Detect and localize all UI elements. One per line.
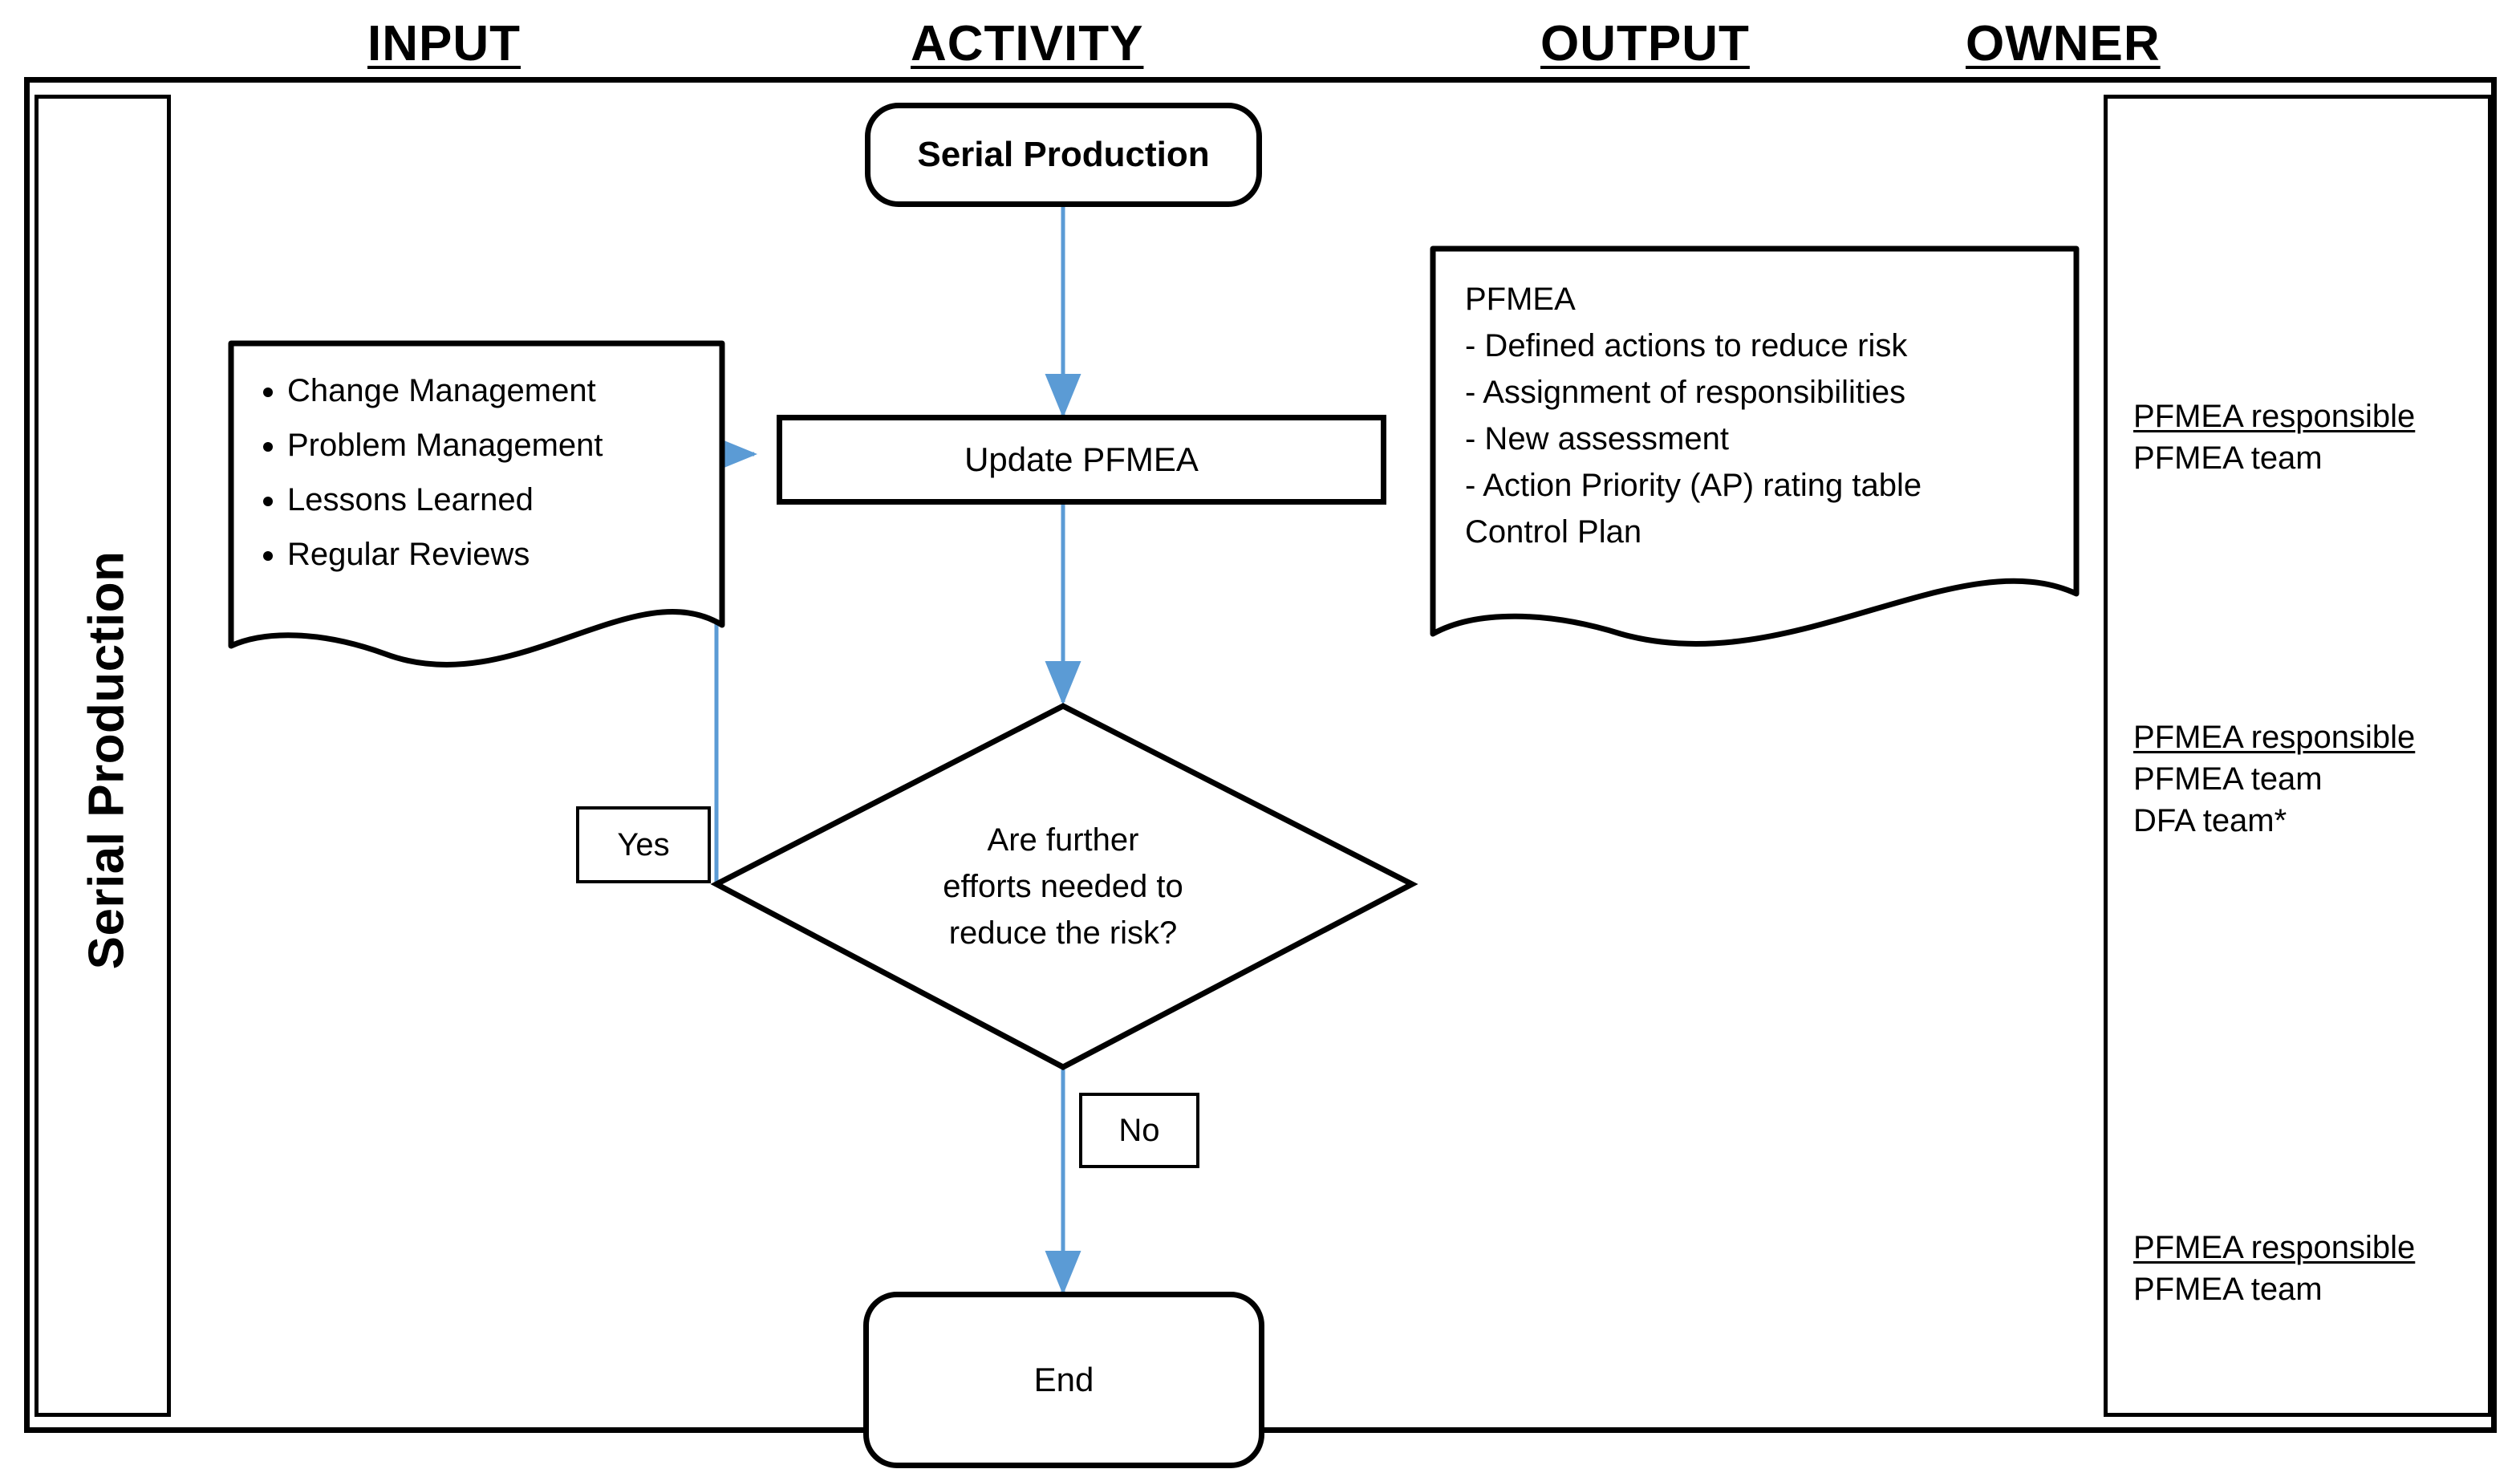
owner-group-3: PFMEA responsible PFMEA team — [2133, 1227, 2415, 1310]
column-header-input: INPUT — [367, 16, 521, 71]
input-bullet-list: Change Management Problem Management Les… — [250, 369, 716, 576]
owner-group-1: PFMEA responsible PFMEA team — [2133, 396, 2415, 479]
owner-member-1-1: PFMEA team — [2133, 440, 2323, 476]
decision-line-2: efforts needed to — [943, 869, 1183, 904]
swimlane-label-wrapper: Serial Production — [39, 99, 175, 1421]
output-line-5: - Action Priority (AP) rating table — [1465, 468, 1922, 503]
edge-label-no-text: No — [1118, 1112, 1160, 1148]
node-process-label: Update PFMEA — [964, 440, 1199, 478]
swimlane-label: Serial Production — [79, 550, 135, 969]
edge-label-yes-text: Yes — [617, 826, 670, 862]
node-process-update-pfmea[interactable]: Update PFMEA — [777, 415, 1386, 505]
owner-column-box: PFMEA responsible PFMEA team PFMEA respo… — [2104, 95, 2492, 1417]
output-document-text: PFMEA - Defined actions to reduce risk -… — [1465, 278, 2075, 557]
swimlane-serial-production: Serial Production — [34, 95, 171, 1417]
output-line-6: Control Plan — [1465, 514, 1642, 550]
column-header-output: OUTPUT — [1540, 16, 1750, 71]
owner-role-3: PFMEA responsible — [2133, 1230, 2416, 1265]
owner-group-2: PFMEA responsible PFMEA team DFA team* — [2133, 716, 2415, 842]
owner-member-2-1: PFMEA team — [2133, 761, 2323, 797]
column-header-owner: OWNER — [1966, 16, 2161, 71]
input-bullet-1: Change Management — [287, 369, 716, 412]
owner-member-3-1: PFMEA team — [2133, 1272, 2323, 1307]
node-start-label: Serial Production — [917, 135, 1210, 174]
output-line-4: - New assessment — [1465, 421, 1729, 457]
owner-role-1: PFMEA responsible — [2133, 399, 2416, 434]
node-end-label: End — [1033, 1361, 1094, 1398]
decision-line-3: reduce the risk? — [948, 915, 1178, 951]
edge-label-no: No — [1079, 1093, 1199, 1168]
output-line-2: - Defined actions to reduce risk — [1465, 328, 1908, 363]
input-bullet-3: Lessons Learned — [287, 478, 716, 521]
node-decision-text: Are further efforts needed to reduce the… — [870, 817, 1256, 956]
node-end[interactable]: End — [863, 1292, 1264, 1468]
decision-line-1: Are further — [987, 822, 1139, 858]
owner-role-2: PFMEA responsible — [2133, 720, 2416, 755]
owner-member-2-2: DFA team* — [2133, 803, 2287, 838]
input-bullet-4: Regular Reviews — [287, 533, 716, 576]
edge-label-yes: Yes — [576, 806, 711, 883]
output-line-1: PFMEA — [1465, 282, 1576, 317]
input-bullet-2: Problem Management — [287, 424, 716, 467]
node-start-serial-production[interactable]: Serial Production — [865, 103, 1262, 207]
output-line-3: - Assignment of responsibilities — [1465, 375, 1906, 410]
column-header-activity: ACTIVITY — [911, 16, 1144, 71]
input-document-text: Change Management Problem Management Les… — [250, 369, 716, 587]
